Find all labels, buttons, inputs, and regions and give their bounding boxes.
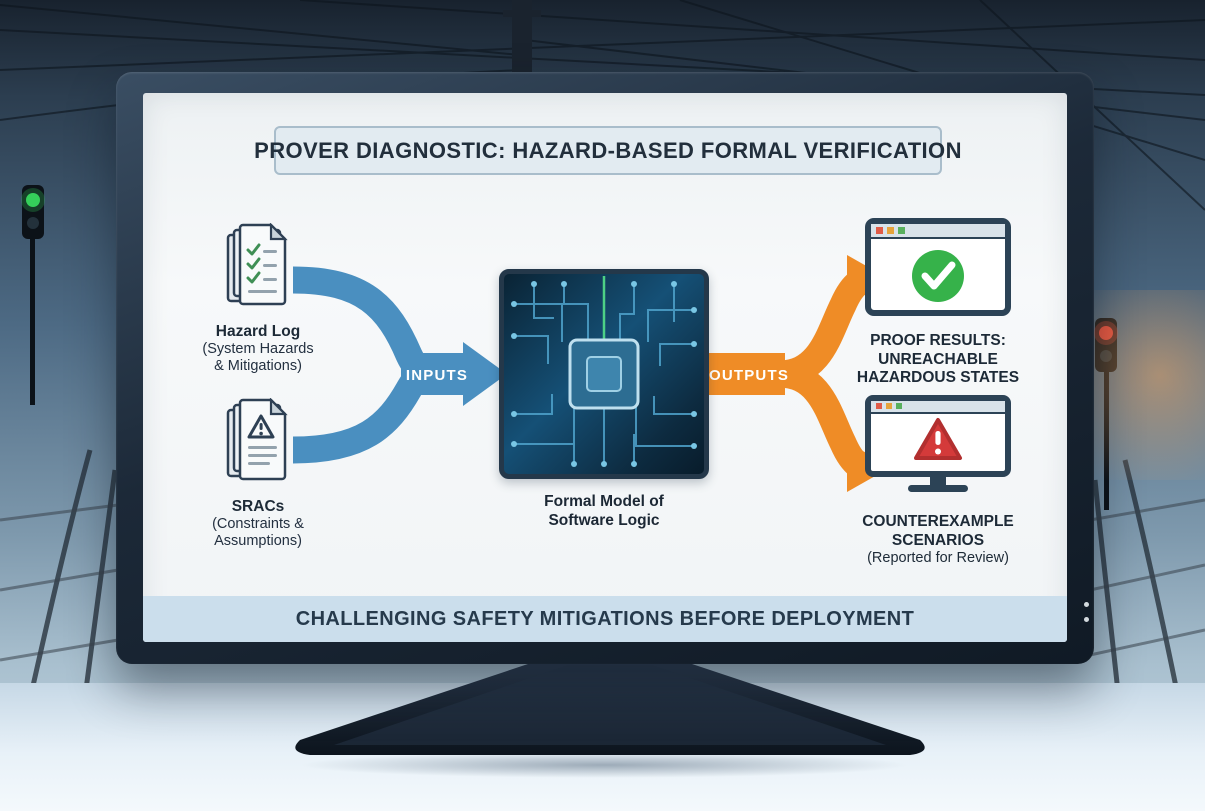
input-arrow-head bbox=[463, 342, 507, 406]
counterexample-line3: (Reported for Review) bbox=[867, 550, 1009, 567]
hazard-log-subtitle-2: & Mitigations) bbox=[214, 358, 302, 375]
sracs-title: SRACs bbox=[231, 498, 285, 515]
slide-footer-strip: CHALLENGING SAFETY MITIGATIONS BEFORE DE… bbox=[143, 596, 1067, 642]
proof-results-line2: UNREACHABLE bbox=[878, 350, 998, 368]
warning-document-icon bbox=[226, 397, 288, 481]
outputs-arrow-label: OUTPUTS bbox=[709, 367, 789, 384]
right-sleepers bbox=[1089, 498, 1205, 657]
browser-window-check-icon bbox=[865, 218, 1011, 316]
output-counterexamples: COUNTEREXAMPLE SCENARIOS (Reported for R… bbox=[833, 394, 1043, 568]
slide-screen: PROVER DIAGNOSTIC: HAZARD-BASED FORMAL V… bbox=[143, 93, 1067, 642]
hazard-log-subtitle-1: (System Hazards bbox=[202, 341, 314, 358]
counterexample-line1: COUNTEREXAMPLE bbox=[862, 513, 1014, 530]
sracs-subtitle-1: (Constraints & bbox=[212, 516, 304, 533]
output-proof-results: PROOF RESULTS: UNREACHABLE HAZARDOUS STA… bbox=[833, 217, 1043, 388]
bezel-dot-2 bbox=[1084, 617, 1089, 622]
counterexample-line2: SCENARIOS bbox=[891, 531, 985, 549]
green-signal-icon bbox=[21, 185, 45, 405]
chip-caption: Formal Model of Software Logic bbox=[474, 493, 734, 530]
inputs-arrow-label: INPUTS bbox=[406, 367, 468, 384]
monitor-frame: PROVER DIAGNOSTIC: HAZARD-BASED FORMAL V… bbox=[116, 72, 1094, 664]
proof-results-line1: PROOF RESULTS: bbox=[870, 332, 1006, 349]
slide-footer-text: CHALLENGING SAFETY MITIGATIONS BEFORE DE… bbox=[295, 607, 915, 630]
catenary-pole bbox=[503, 0, 541, 80]
sracs-subtitle-2: Assumptions) bbox=[214, 533, 302, 550]
monitor-base-shadow bbox=[298, 752, 910, 778]
slide-title-box: PROVER DIAGNOSTIC: HAZARD-BASED FORMAL V… bbox=[254, 126, 961, 175]
monitor-stand bbox=[295, 655, 925, 755]
checklist-document-icon bbox=[226, 222, 288, 306]
chip-caption-line1: Formal Model of bbox=[544, 493, 664, 510]
chip-caption-line2: Software Logic bbox=[548, 511, 660, 529]
bezel-dot-1 bbox=[1084, 602, 1089, 607]
input-sracs: SRACs (Constraints & Assumptions) bbox=[168, 397, 348, 551]
circuit-traces bbox=[511, 276, 697, 467]
left-sleepers bbox=[0, 503, 119, 662]
proof-results-line3: HAZARDOUS STATES bbox=[856, 369, 1020, 387]
input-hazard-log: Hazard Log (System Hazards & Mitigations… bbox=[168, 222, 348, 376]
slide-title: PROVER DIAGNOSTIC: HAZARD-BASED FORMAL V… bbox=[254, 137, 962, 163]
hazard-log-title: Hazard Log bbox=[215, 323, 301, 340]
circuit-board-chip-image bbox=[499, 269, 709, 479]
monitor-warning-icon bbox=[865, 395, 1011, 492]
